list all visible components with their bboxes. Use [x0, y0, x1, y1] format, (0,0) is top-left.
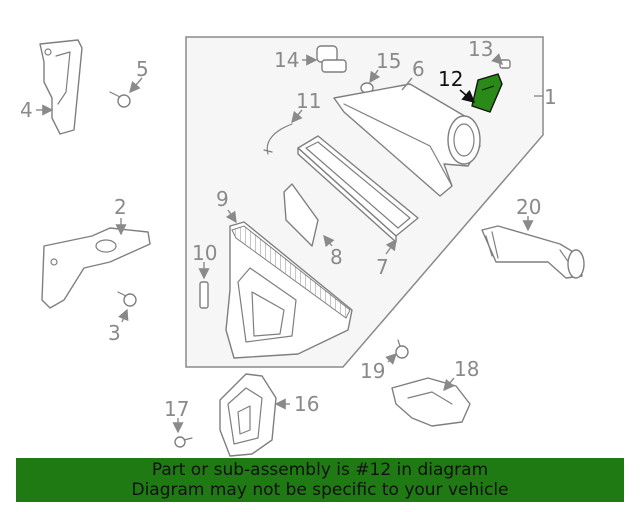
part-3-bolt: [117, 291, 137, 307]
leader-18: [443, 377, 455, 392]
callout-1: 1: [544, 85, 557, 109]
callout-6: 6: [412, 57, 425, 81]
leader-19: [385, 353, 397, 365]
part-19-bolt: [395, 339, 409, 359]
leader-7: [385, 238, 397, 255]
callout-9: 9: [216, 187, 229, 211]
part-2-bracket: [41, 227, 151, 309]
part-8-seal: [283, 183, 319, 247]
callout-16: 16: [294, 392, 319, 416]
banner-line-1: Part or sub-assembly is #12 in diagram: [151, 460, 489, 480]
callout-15: 15: [376, 49, 401, 73]
banner-line-2: Diagram may not be specific to your vehi…: [131, 480, 509, 500]
callout-11: 11: [296, 89, 321, 113]
part-7-filter: [297, 135, 419, 243]
callout-12: 12: [438, 67, 463, 91]
callout-14: 14: [274, 48, 299, 72]
part-10-bolt: [199, 281, 209, 309]
part-17-bolt: [174, 436, 193, 448]
leader-6: [401, 77, 413, 91]
leader-13: [491, 53, 503, 65]
part-18-deflector: [391, 377, 471, 427]
callout-19: 19: [360, 359, 385, 383]
callout-20: 20: [516, 195, 541, 219]
callout-13: 13: [468, 37, 493, 61]
part-5-bolt: [109, 91, 131, 108]
info-banner: Part or sub-assembly is #12 in diagram D…: [16, 458, 624, 502]
part-16-inlet: [219, 373, 277, 457]
callout-10: 10: [192, 241, 217, 265]
part-11-hose: [263, 123, 293, 155]
callout-5: 5: [136, 57, 149, 81]
callout-3: 3: [108, 321, 121, 345]
leader-5: [129, 77, 143, 94]
part-4-bracket: [39, 39, 83, 135]
leader-9: [225, 209, 237, 224]
leader-8: [323, 234, 335, 248]
callout-4: 4: [20, 98, 33, 122]
leader-12: [459, 89, 476, 104]
leader-11: [291, 109, 303, 124]
part-20-air-duct: [481, 225, 585, 279]
callout-7: 7: [376, 255, 389, 279]
leader-3: [118, 308, 129, 323]
callout-2: 2: [114, 195, 127, 219]
part-6-upper-cover: [333, 83, 481, 197]
leader-15: [369, 69, 381, 84]
callout-18: 18: [454, 357, 479, 381]
part-14-grommet: [316, 45, 347, 73]
part-12-sensor-highlighted: [471, 73, 503, 113]
part-9-lower-housing: [225, 221, 353, 359]
callout-8: 8: [330, 245, 343, 269]
callout-17: 17: [164, 397, 189, 421]
